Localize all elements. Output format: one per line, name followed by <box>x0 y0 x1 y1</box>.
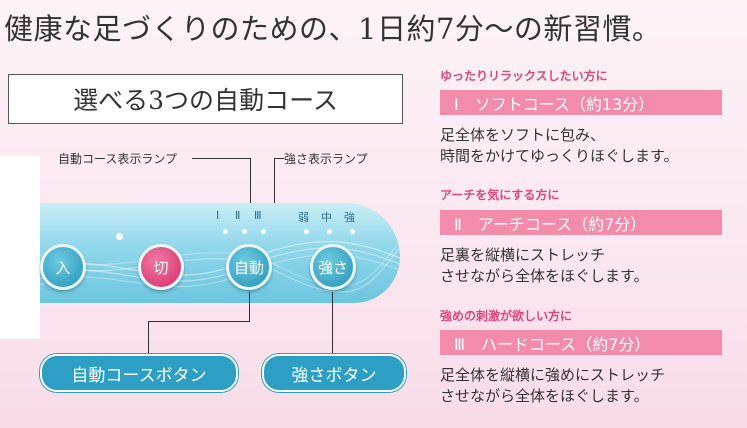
course-lamp-1 <box>223 229 228 234</box>
strength-indicator-medium: 中 <box>321 211 332 224</box>
course-3-subtitle: 強めの刺激が欲しい方に <box>440 309 573 323</box>
strength-lamp-label: 強さ表示ランプ <box>284 152 368 166</box>
course-3-title: Ⅲ ハードコース（約7分） <box>440 330 722 355</box>
course-indicator-3: Ⅲ <box>254 209 262 222</box>
course-indicator-1: Ⅰ <box>216 209 220 222</box>
course-1-subtitle: ゆったりリラックスしたい方に <box>440 69 608 83</box>
strength-lamp-weak <box>304 229 309 234</box>
strength-lamp-strong <box>350 229 355 234</box>
course-1-desc-2: 時間をかけてゆっくりほぐします。 <box>440 147 679 165</box>
course-lamp-2 <box>242 229 247 234</box>
power-on-button[interactable]: 入 <box>40 244 86 290</box>
side-panel <box>0 156 40 339</box>
power-lamp <box>116 233 123 240</box>
power-off-button[interactable]: 切 <box>138 244 184 290</box>
headline: 健康な足づくりのための、1日約7分〜の新習慣。 <box>4 12 662 46</box>
strength-lamp-leader-v <box>274 158 275 210</box>
course-indicator-2: Ⅱ <box>235 209 241 222</box>
auto-button-leader-h <box>148 321 250 322</box>
strength-button-leader <box>332 292 333 354</box>
course-2-desc-1: 足裏を縦横にストレッチ <box>440 246 606 264</box>
auto-course-button-callout: 自動コースボタン <box>40 354 238 392</box>
course-lamp-3 <box>261 229 266 234</box>
auto-button-leader-v1 <box>249 292 250 322</box>
auto-button-leader-v2 <box>148 321 149 353</box>
course-1-title: Ⅰ ソフトコース（約13分） <box>440 90 722 115</box>
auto-lamp-leader-h <box>192 158 250 159</box>
auto-course-button[interactable]: 自動 <box>226 244 272 290</box>
course-2-desc-2: させながら全体をほぐします。 <box>440 267 649 285</box>
strength-button-callout: 強さボタン <box>262 354 406 392</box>
strength-lamp-leader-h <box>274 158 284 159</box>
strength-indicator-weak: 弱 <box>298 211 309 224</box>
course-1-desc-1: 足全体をソフトに包み、 <box>440 126 606 144</box>
course-2-title: Ⅱ アーチコース（約7分） <box>440 210 722 235</box>
course-3-desc-2: させながら全体をほぐします。 <box>440 387 649 405</box>
course-3-desc-1: 足全体を縦横に強めにストレッチ <box>440 366 666 384</box>
course-selection-title: 選べる3つの自動コース <box>8 74 403 124</box>
course-2-subtitle: アーチを気にする方に <box>440 188 560 202</box>
auto-lamp-label: 自動コース表示ランプ <box>58 152 178 166</box>
auto-lamp-leader-v <box>250 158 251 210</box>
strength-button[interactable]: 強さ <box>310 244 356 290</box>
strength-lamp-medium <box>327 229 332 234</box>
strength-indicator-strong: 強 <box>344 211 355 224</box>
